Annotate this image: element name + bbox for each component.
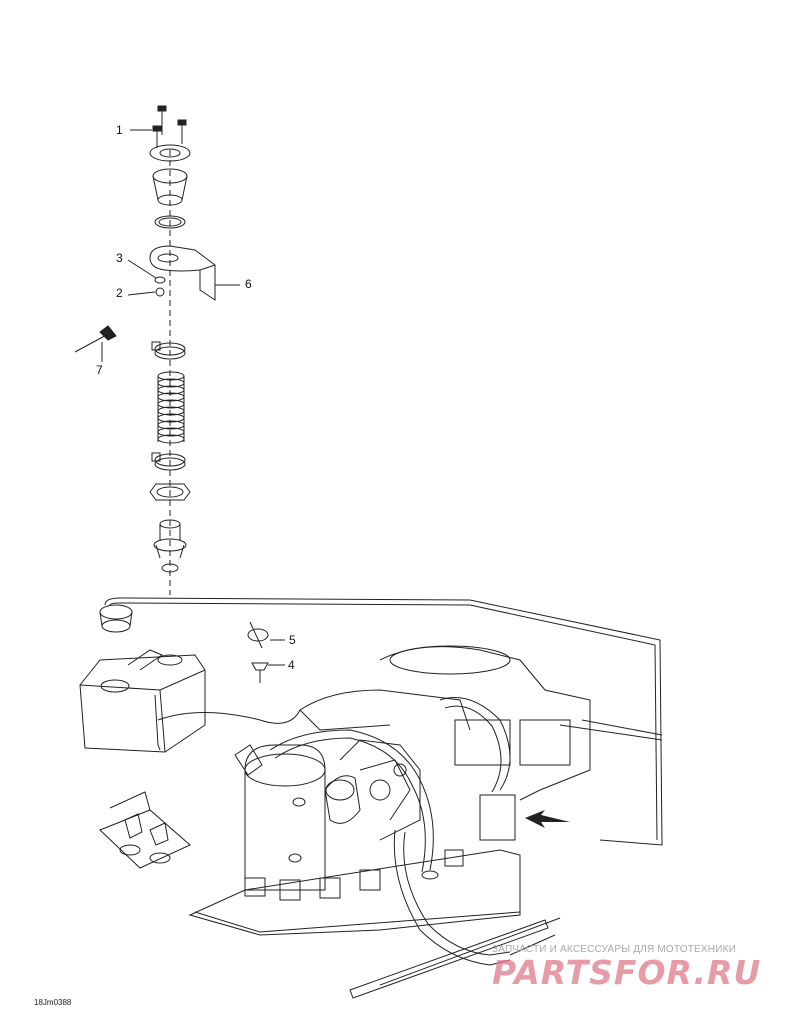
reference-code: 18Jm0388 (34, 998, 72, 1007)
filler-neck (152, 168, 188, 206)
tank-cap (99, 604, 133, 633)
callout-2: 2 (116, 286, 123, 300)
callout-1: 1 (116, 123, 123, 137)
oil-tank (79, 649, 206, 753)
o-ring (161, 563, 179, 573)
lock-nut (149, 483, 191, 501)
nut (155, 287, 165, 297)
upper-clamp (151, 341, 186, 360)
gasket-ring (154, 215, 186, 229)
vent-line (104, 597, 663, 846)
callout-4: 4 (288, 658, 295, 672)
watermark-text: ЗАПЧАСТИ И АКСЕССУАРЫ ДЛЯ МОТОТЕХНИКИ (492, 944, 737, 955)
flow-arrow (525, 810, 570, 828)
watermark-logo: PARTSFOR.RU (492, 953, 762, 992)
screw-group (152, 105, 187, 148)
washer (154, 276, 166, 284)
tank-fitting (153, 519, 187, 559)
push-fastener (251, 662, 269, 683)
lower-clamp (151, 452, 186, 471)
mounting-bracket (149, 245, 216, 301)
corrugated-hose (157, 371, 185, 444)
leader-2 (127, 291, 156, 296)
callout-6: 6 (245, 277, 252, 291)
leader-3 (127, 259, 157, 279)
feed-hose (157, 709, 301, 724)
callout-5: 5 (289, 633, 296, 647)
engine-assembly (188, 645, 591, 999)
tie-strap (247, 621, 269, 649)
rivet (74, 325, 117, 353)
callout-7: 7 (96, 363, 103, 377)
tank-support (99, 791, 191, 869)
top-flange (149, 144, 191, 162)
callout-3: 3 (116, 251, 123, 265)
